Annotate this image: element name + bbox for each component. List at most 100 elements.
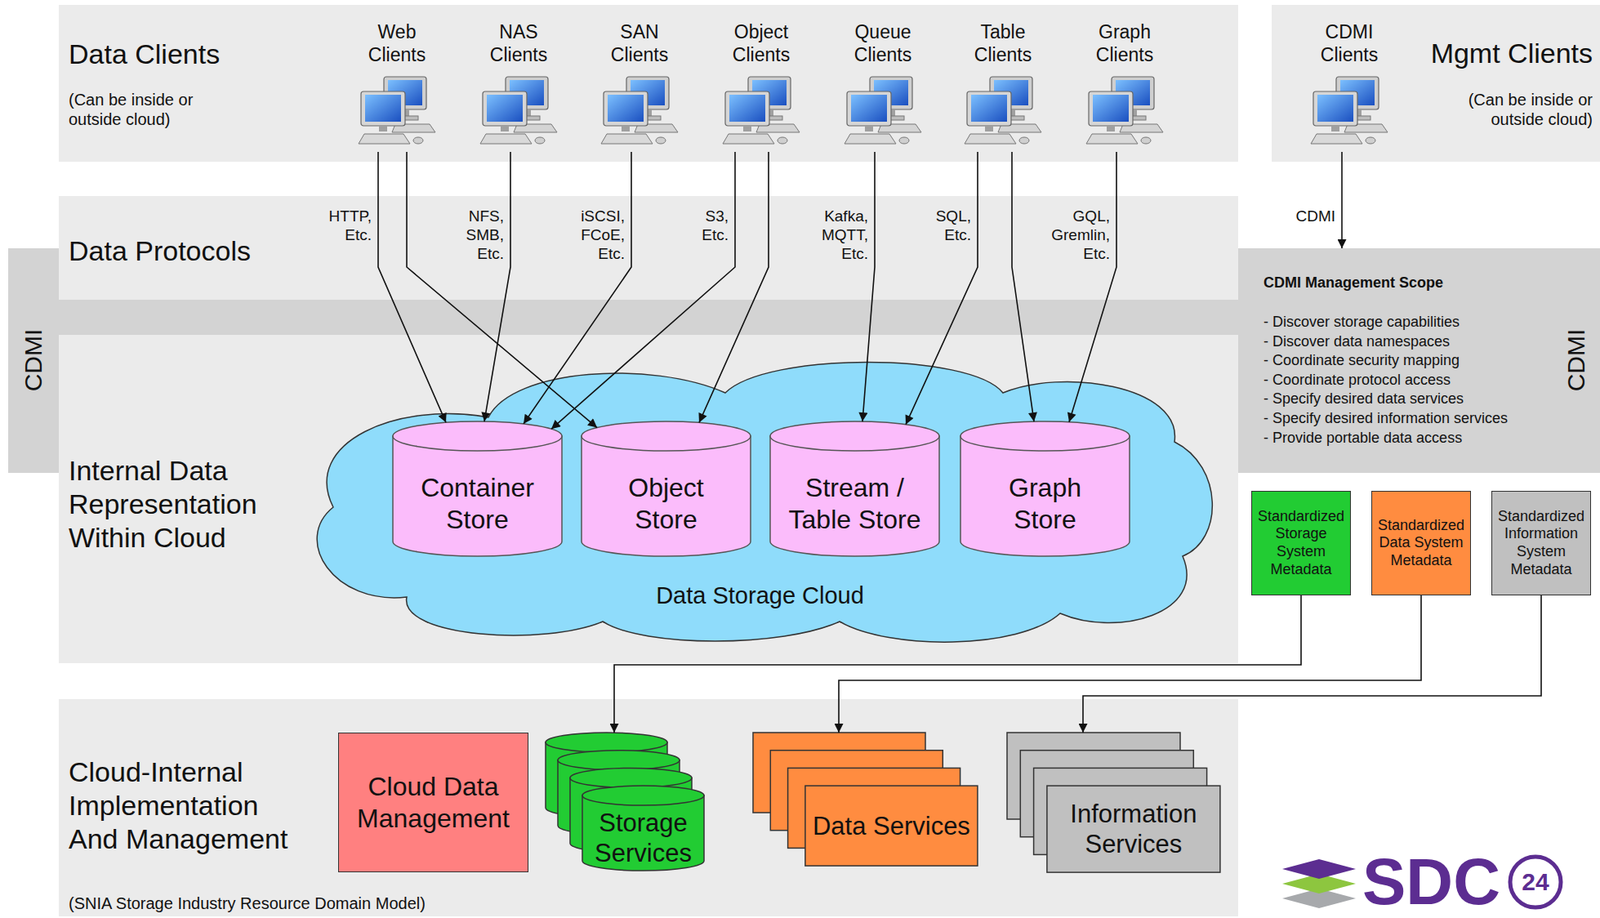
text-holder: - Discover storage capabilities [1263, 313, 1460, 332]
logo-text: SDC [1362, 849, 1501, 915]
protocol-label: HTTP, Etc. [329, 207, 372, 246]
region-band: CDMI Management Scope - Discover storage … [1238, 248, 1600, 473]
connector-arrow [1341, 151, 1343, 249]
text-label: Cloud Data Management [343, 771, 524, 834]
text-label: Container Store [408, 472, 548, 535]
text-holder: GQL, Gremlin, Etc. [1051, 207, 1110, 263]
text-holder: (Can be inside or outside cloud) [68, 89, 200, 130]
cloud-shape: Data Storage Cloud Container Store Object … [300, 352, 1220, 648]
text-holder: - Discover data namespaces [1263, 333, 1450, 352]
text-label: - Provide portable data access [1263, 429, 1462, 448]
store-cylinder: Graph Store [960, 421, 1130, 557]
store-cylinder: Object Store [581, 421, 751, 557]
computer-icon [357, 75, 437, 149]
computer-icon [722, 75, 801, 149]
text-holder: NFS, SMB, Etc. [466, 207, 504, 263]
text-label: (Can be inside or outside cloud) [68, 89, 200, 130]
region-band: Internal Data Representation Within Clou… [58, 334, 1239, 664]
text-label: Data Services [811, 811, 972, 842]
text-label: Standardized Information System Metadata [1496, 508, 1587, 579]
text-label: Object Clients [720, 21, 803, 67]
shape-outline [753, 732, 978, 866]
client-icon: Table Clients [949, 21, 1057, 152]
text-holder: CDMI Management Scope [1263, 274, 1444, 293]
text-holder: - Coordinate protocol access [1263, 371, 1451, 390]
text-holder: Mgmt Clients [1394, 36, 1593, 71]
text-holder: Data Services [805, 785, 978, 866]
text-label: Data Protocols [68, 234, 251, 268]
text-holder: - Specify desired information services [1263, 410, 1508, 428]
text-holder: HTTP, Etc. [329, 207, 372, 246]
text-label: CDMI [18, 329, 49, 393]
text-holder: Data Storage Cloud [300, 581, 1220, 611]
text-holder: Internal Data Representation Within Clou… [68, 454, 306, 554]
text-holder: Graph Store [960, 450, 1130, 557]
text-label: - Discover data namespaces [1263, 333, 1450, 352]
text-label: Cloud-Internal Implementation And Manage… [68, 755, 314, 856]
text-holder: SDC [1362, 849, 1501, 915]
region-band: Data Protocols [58, 196, 1239, 300]
client-icon: Object Clients [708, 21, 815, 152]
store-cylinder: Stream / Table Store [770, 421, 940, 557]
process-box: Standardized Information System Metadata [1491, 490, 1592, 596]
text-holder: - Provide portable data access [1263, 429, 1462, 448]
computer-icon [1310, 75, 1389, 149]
text-holder: Cloud-Internal Implementation And Manage… [68, 755, 314, 856]
text-label: Graph Store [976, 472, 1115, 535]
protocol-label: S3, Etc. [701, 207, 729, 246]
computer-icon [843, 75, 923, 149]
text-holder: CDMI [1295, 207, 1336, 227]
protocol-label: GQL, Gremlin, Etc. [1051, 207, 1110, 263]
text-label: Graph Clients [1083, 21, 1166, 67]
text-label: Storage Services [588, 807, 698, 869]
text-holder: SQL, Etc. [935, 207, 972, 246]
text-holder: Graph Clients [1083, 21, 1166, 67]
text-holder: (Can be inside or outside cloud) [1461, 89, 1593, 130]
text-holder: Storage Services [582, 805, 705, 871]
computer-icon [1085, 75, 1164, 149]
text-holder: 24 [1510, 867, 1560, 897]
text-label: Stream / Table Store [785, 472, 925, 535]
text-label: - Discover storage capabilities [1263, 313, 1460, 332]
protocol-label: SQL, Etc. [935, 207, 972, 246]
text-holder: Object Store [581, 450, 751, 557]
text-label: - Coordinate protocol access [1263, 371, 1451, 390]
region-band: CDMI [8, 248, 59, 473]
computer-icon [963, 75, 1043, 149]
region-band: Cloud-Internal Implementation And Manage… [58, 699, 1239, 917]
service-stack: Data Services [753, 732, 978, 866]
client-icon: SAN Clients [586, 21, 693, 152]
text-holder: Information Services [1047, 785, 1221, 873]
text-holder: S3, Etc. [701, 207, 729, 246]
protocol-label: Kafka, MQTT, Etc. [821, 207, 869, 263]
service-stack: Information Services [1007, 732, 1221, 873]
client-icon: Web Clients [343, 21, 451, 152]
text-label: NAS Clients [477, 21, 560, 67]
text-label: SAN Clients [598, 21, 681, 67]
text-label: Standardized Storage System Metadata [1256, 508, 1346, 579]
text-label: CDMI Clients [1308, 21, 1391, 67]
process-box: Standardized Storage System Metadata [1251, 490, 1351, 596]
text-holder: Data Protocols [68, 234, 251, 268]
client-icon: Graph Clients [1071, 21, 1178, 152]
text-label: Queue Clients [842, 21, 924, 67]
client-icon: CDMI Clients [1296, 21, 1403, 152]
text-label: (Can be inside or outside cloud) [1461, 89, 1593, 130]
text-label: CDMI Management Scope [1263, 274, 1444, 293]
protocol-label: CDMI [1295, 207, 1336, 227]
text-holder: Data Clients [68, 37, 220, 72]
text-holder: iSCSI, FCoE, Etc. [580, 207, 625, 263]
text-label: - Specify desired data services [1263, 390, 1464, 409]
caption-text: (SNIA Storage Industry Resource Domain M… [68, 893, 426, 914]
text-holder: Web Clients [356, 21, 438, 67]
text-label: Data Storage Cloud [300, 581, 1220, 611]
text-holder: (SNIA Storage Industry Resource Domain M… [68, 893, 426, 914]
text-holder: - Specify desired data services [1263, 390, 1464, 409]
text-holder: Kafka, MQTT, Etc. [821, 207, 869, 263]
text-label: - Coordinate security mapping [1263, 352, 1460, 370]
text-label: Table Clients [962, 21, 1044, 67]
store-cylinder: Container Store [392, 421, 562, 557]
text-label: Object Store [597, 472, 736, 535]
region-band: Mgmt Clients (Can be inside or outside cl… [1271, 4, 1600, 162]
